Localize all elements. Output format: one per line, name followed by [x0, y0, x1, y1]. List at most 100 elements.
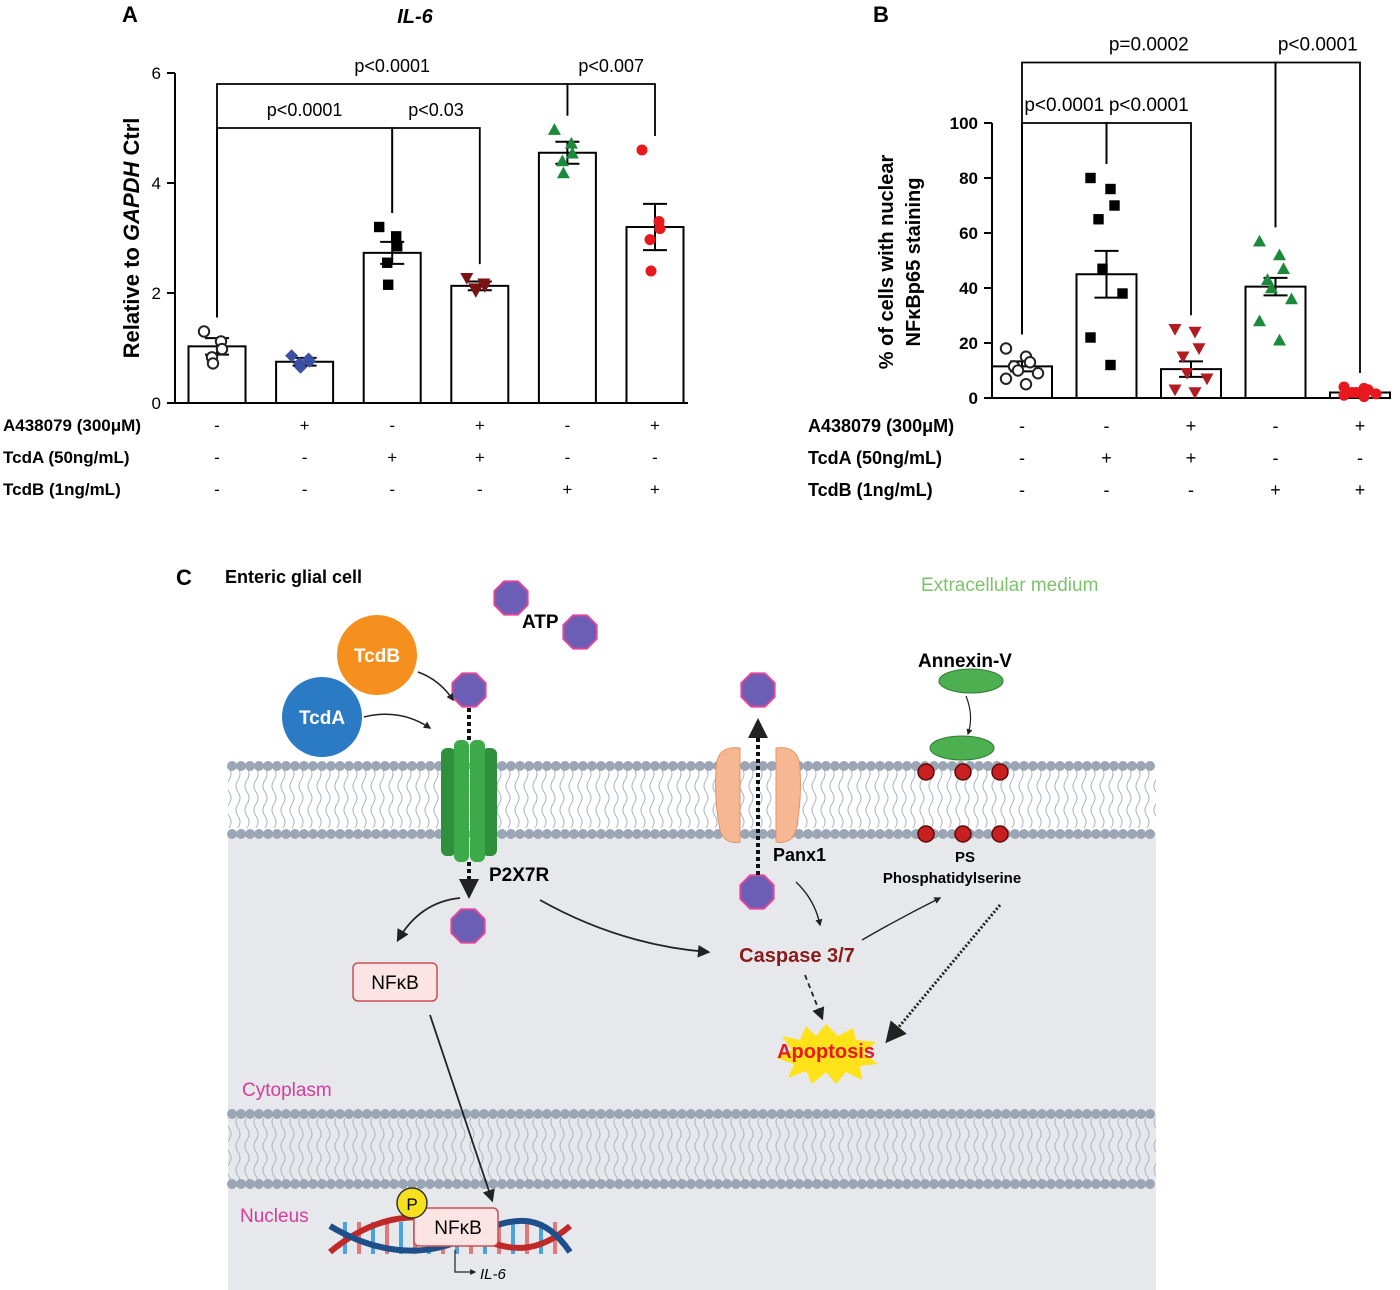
lipid-head	[758, 829, 768, 839]
lipid-head	[569, 1109, 579, 1119]
lipid-head	[902, 1179, 912, 1189]
data-point	[1097, 263, 1108, 274]
ps-label: PS	[955, 849, 975, 866]
lipid-head	[740, 1109, 750, 1119]
ps-full-label: Phosphatidylserine	[883, 870, 1021, 887]
chart-a-title: IL-6	[397, 6, 433, 28]
lipid-head	[1145, 1179, 1155, 1189]
lipid-head	[596, 1179, 606, 1189]
treatment-sign: -	[302, 480, 308, 499]
lipid-head	[515, 829, 525, 839]
lipid-head	[308, 829, 318, 839]
nfkb-nuclear-box	[413, 1207, 499, 1247]
treatment-sign: -	[1019, 416, 1025, 436]
lipid-head	[866, 1109, 876, 1119]
arrow-nfkb-to-nucleus	[429, 1014, 495, 1203]
lipid-head	[596, 1109, 606, 1119]
lipid-head	[551, 1109, 561, 1119]
lipid-head	[353, 1179, 363, 1189]
lipid-head	[245, 1109, 255, 1119]
lipid-head	[686, 1179, 696, 1189]
lipid-head	[533, 761, 543, 771]
apoptosis-label: Apoptosis	[777, 1041, 875, 1063]
lipid-head	[254, 1179, 264, 1189]
lipid-head	[497, 761, 507, 771]
data-point	[564, 136, 578, 149]
lipid-head	[776, 1109, 786, 1119]
lipid-head	[677, 761, 687, 771]
y-tick-label: 40	[959, 279, 978, 298]
lipid-head	[812, 1109, 822, 1119]
lipid-head	[1064, 761, 1074, 771]
lipid-head	[803, 761, 813, 771]
lipid-head	[1082, 1109, 1092, 1119]
data-point	[645, 265, 657, 277]
lipid-head	[956, 1179, 966, 1189]
lipid-head	[344, 829, 354, 839]
treatment-sign: +	[1101, 448, 1112, 468]
treatment-sign: +	[475, 416, 485, 435]
lipid-head	[794, 1109, 804, 1119]
treatment-sign: -	[1019, 480, 1025, 500]
lipid-head	[686, 1109, 696, 1119]
lipid-head	[1127, 761, 1137, 771]
lipid-head	[938, 761, 948, 771]
lipid-head	[1055, 829, 1065, 839]
lipid-head	[740, 761, 750, 771]
lipid-head	[614, 1179, 624, 1189]
y-tick-label: 4	[152, 174, 161, 193]
lipid-head	[812, 1179, 822, 1189]
lipid-head	[947, 1179, 957, 1189]
p2x7r-label: P2X7R	[489, 865, 549, 886]
arrow-panx1-to-caspase	[795, 881, 823, 927]
tcdb-label: TcdB	[354, 646, 400, 667]
treatment-sign: -	[565, 448, 571, 467]
lipid-head	[632, 761, 642, 771]
lipid-head	[866, 761, 876, 771]
lipid-head	[398, 1179, 408, 1189]
lipid-head	[533, 1179, 543, 1189]
data-point	[469, 286, 483, 298]
y-tick-label: 80	[959, 169, 978, 188]
lipid-head	[875, 1109, 885, 1119]
y-tick-label: 6	[152, 64, 161, 83]
atp-molecule	[451, 672, 487, 708]
lipid-head	[911, 1109, 921, 1119]
lipid-head	[1028, 1179, 1038, 1189]
lipid-head	[578, 761, 588, 771]
lipid-head	[677, 1179, 687, 1189]
lipid-head	[1028, 761, 1038, 771]
nfkb-nuclear-label: NFκB	[434, 1218, 482, 1239]
lipid-head	[902, 1109, 912, 1119]
lipid-head	[695, 761, 705, 771]
lipid-head	[1037, 761, 1047, 771]
ps-site	[917, 825, 935, 843]
lipid-head	[479, 1109, 489, 1119]
nfkb-label: NFκB	[371, 973, 419, 994]
data-point	[374, 221, 385, 233]
p-value-label: p<0.007	[578, 56, 644, 76]
lipid-head	[1100, 1109, 1110, 1119]
lipid-head	[560, 829, 570, 839]
tcda-circle	[282, 677, 362, 757]
lipid-head	[956, 1109, 966, 1119]
lipid-head	[506, 1179, 516, 1189]
ps-site	[991, 825, 1009, 843]
lipid-head	[1073, 761, 1083, 771]
lipid-head	[353, 1109, 363, 1119]
membrane-outer-heads	[227, 761, 1155, 771]
data-point	[1338, 389, 1350, 401]
lipid-head	[767, 829, 777, 839]
lipid-head	[983, 1179, 993, 1189]
lipid-head	[335, 761, 345, 771]
data-point	[1168, 384, 1182, 397]
lipid-head	[245, 1179, 255, 1189]
lipid-head	[704, 829, 714, 839]
lipid-head	[515, 761, 525, 771]
data-point	[1277, 262, 1290, 274]
lipid-head	[911, 1179, 921, 1189]
data-point	[1261, 273, 1274, 285]
treatment-sign: +	[300, 416, 310, 435]
lipid-head	[380, 1179, 390, 1189]
data-point	[460, 272, 474, 285]
